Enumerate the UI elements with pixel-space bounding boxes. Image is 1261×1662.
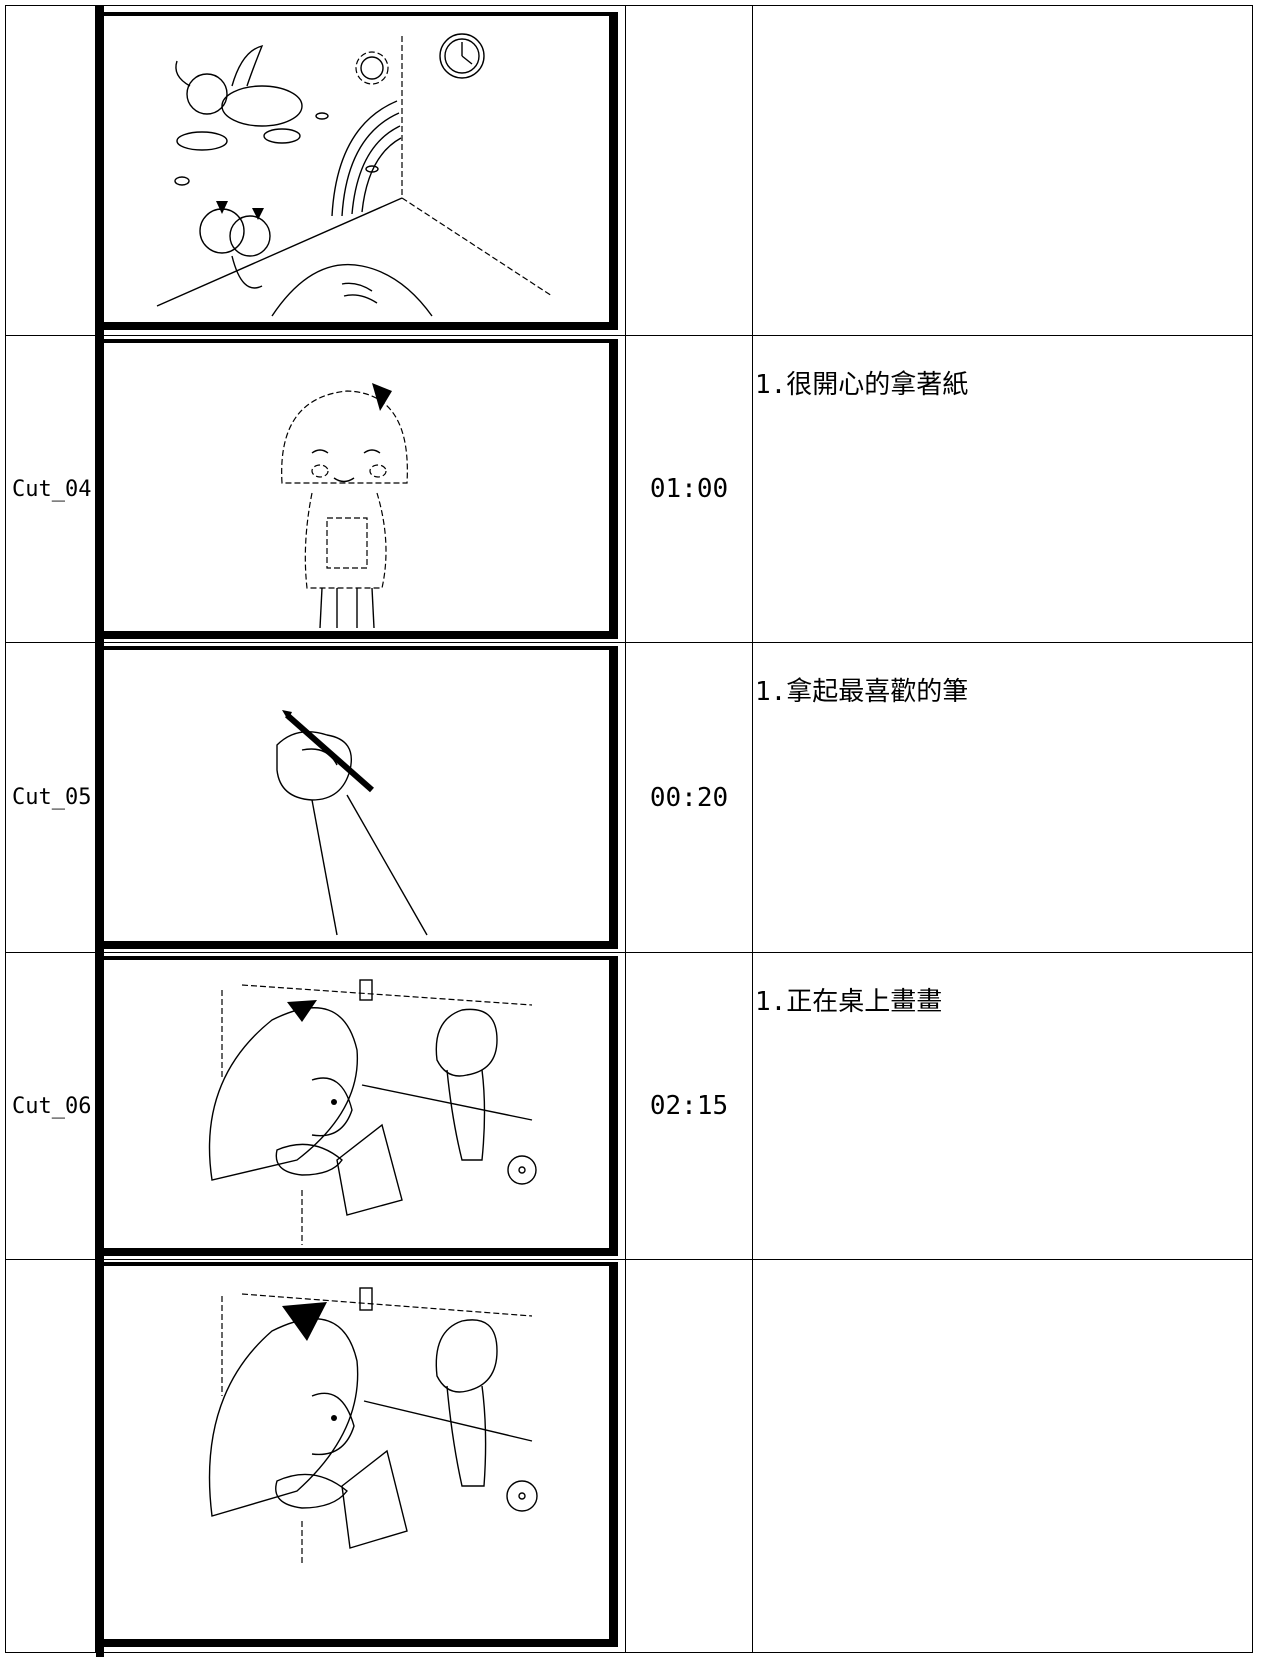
sketch-frame-drawing-closeup xyxy=(98,1262,618,1647)
note-cell: 1.拿起最喜歡的筆 xyxy=(752,642,1253,953)
frame-cell xyxy=(95,642,626,953)
note-cell: 1.很開心的拿著紙 xyxy=(752,335,1253,643)
frame-cell xyxy=(95,335,626,643)
storyboard-row xyxy=(5,5,1253,336)
frame-column-border xyxy=(96,5,104,1657)
girl-drawing-at-desk-illustration xyxy=(208,979,537,1245)
cut-label xyxy=(5,1259,96,1653)
duration-cell xyxy=(625,1259,753,1653)
duration-cell xyxy=(625,5,753,336)
sketch-frame-bedroom xyxy=(98,11,618,330)
cut-label: Cut_05 xyxy=(5,642,96,953)
frame-cell xyxy=(95,5,626,336)
note-cell: 1.正在桌上畫畫 xyxy=(752,952,1253,1260)
storyboard-row xyxy=(5,1259,1253,1653)
duration-cell: 00:20 xyxy=(625,642,753,953)
storyboard-row: Cut_04 xyxy=(5,335,1253,643)
girl-holding-paper-illustration xyxy=(281,383,408,629)
storyboard-row: Cut_05 00:20 1.拿起最喜歡的筆 xyxy=(5,642,1253,953)
note-cell xyxy=(752,1259,1253,1653)
duration-cell: 01:00 xyxy=(625,335,753,643)
bedroom-sketch-illustration xyxy=(156,32,553,316)
girl-drawing-closeup-illustration xyxy=(208,1287,538,1566)
sketch-frame-drawing-at-desk xyxy=(98,956,618,1256)
cut-label: Cut_04 xyxy=(5,335,96,643)
frame-cell xyxy=(95,952,626,1260)
hand-holding-pen-illustration xyxy=(276,710,428,936)
cut-label: Cut_06 xyxy=(5,952,96,1260)
sketch-frame-holding-paper xyxy=(98,339,618,639)
storyboard-table: Cut_04 xyxy=(5,5,1253,1653)
storyboard-row: Cut_06 xyxy=(5,952,1253,1260)
duration-cell: 02:15 xyxy=(625,952,753,1260)
cut-label xyxy=(5,5,96,336)
sketch-frame-picking-pen xyxy=(98,646,618,949)
note-cell xyxy=(752,5,1253,336)
frame-cell xyxy=(95,1259,626,1653)
